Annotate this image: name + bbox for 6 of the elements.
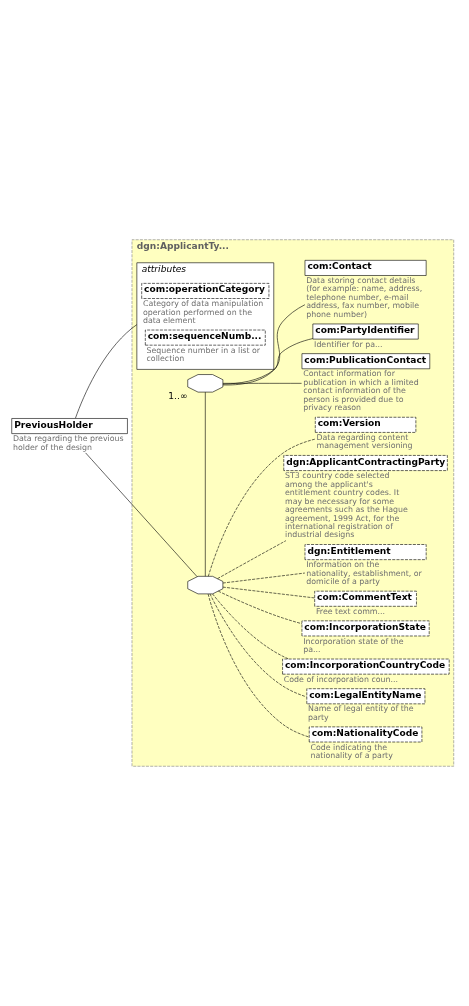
node-label: 1..∞ — [167, 391, 187, 402]
connector — [222, 338, 313, 385]
connector — [222, 304, 305, 386]
node-octagon — [186, 576, 223, 595]
connector — [222, 383, 302, 384]
node-octagon — [186, 374, 223, 393]
